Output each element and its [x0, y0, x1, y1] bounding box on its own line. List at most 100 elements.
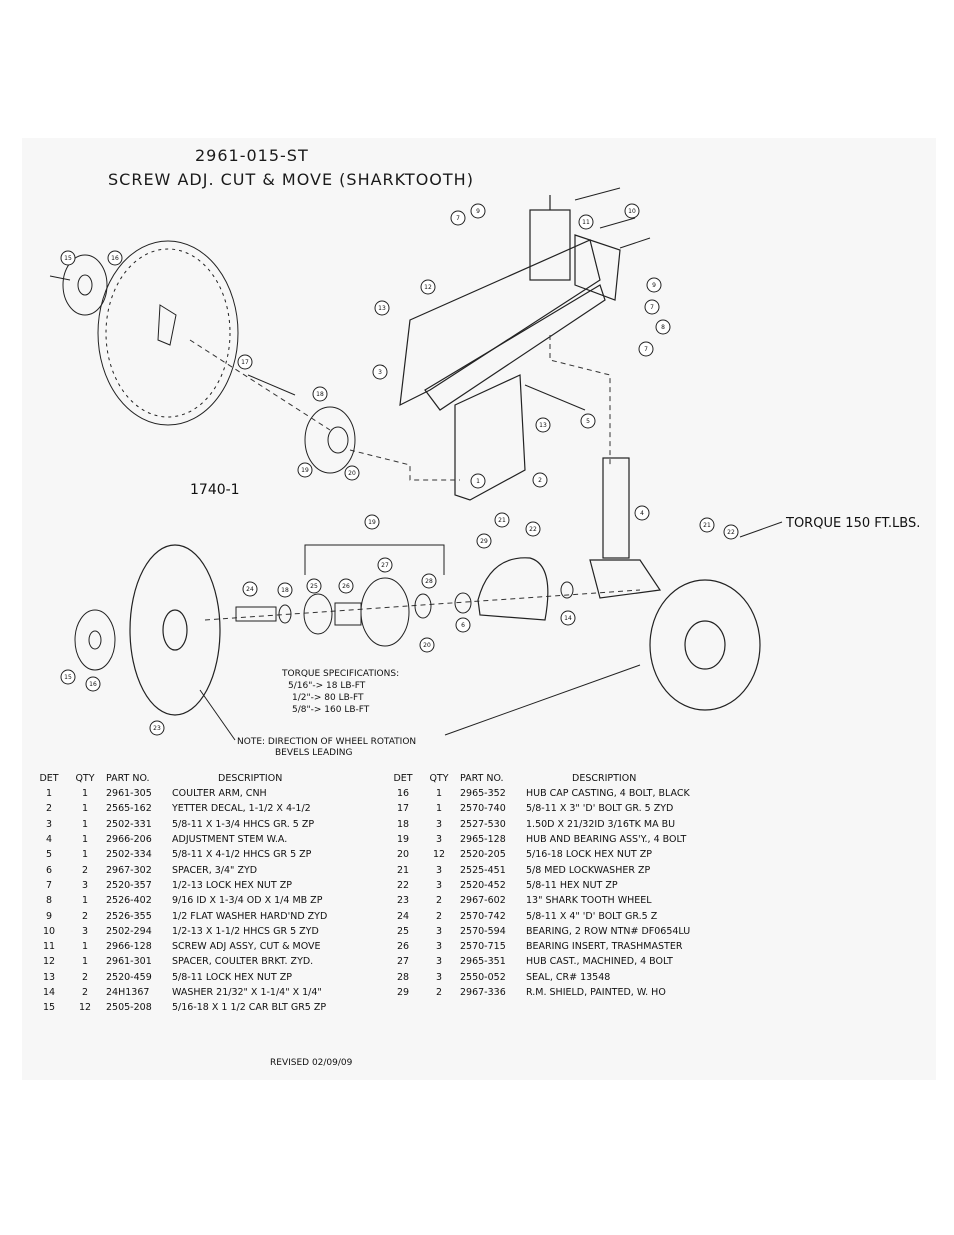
callout-number: 1 — [476, 478, 480, 485]
callout-number: 21 — [703, 522, 711, 529]
cell-det: 15 — [42, 1002, 56, 1014]
callout-number: 17 — [241, 359, 249, 366]
cell-description: 1/2-13 LOCK HEX NUT ZP — [172, 879, 292, 891]
col-header-det: DET — [393, 772, 413, 784]
callout-circle — [312, 386, 328, 402]
cell-part-no: 2961-305 — [106, 788, 152, 800]
cell-qty: 3 — [435, 925, 443, 937]
cell-det: 21 — [396, 864, 410, 876]
callout-circle — [60, 669, 76, 685]
cell-part-no: 2570-740 — [460, 803, 506, 815]
bolts-upper — [247, 187, 651, 411]
callout-number: 19 — [368, 519, 376, 526]
cell-part-no: 2525-451 — [460, 864, 506, 876]
callout-number: 20 — [348, 470, 356, 477]
torque-specifications: TORQUE SPECIFICATIONS: 5/16"-> 18 LB-FT … — [282, 668, 399, 716]
cell-part-no: 24H1367 — [106, 987, 150, 998]
cell-part-no: 2967-302 — [106, 864, 152, 876]
cell-description: WASHER 21/32" X 1-1/4" X 1/4" — [172, 987, 322, 998]
cell-qty: 3 — [435, 864, 443, 876]
cell-description: COULTER ARM, CNH — [172, 788, 267, 800]
callout-circle — [470, 473, 486, 489]
cell-description: 5/8 MED LOCKWASHER ZP — [526, 864, 651, 876]
cell-description: 5/8-11 LOCK HEX NUT ZP — [172, 971, 292, 983]
callout-circle — [420, 279, 436, 295]
bearing-stack — [235, 577, 574, 647]
cell-det: 27 — [396, 956, 410, 968]
cell-part-no: 2570-594 — [460, 925, 506, 937]
cell-det: 3 — [45, 818, 53, 830]
cell-det: 18 — [396, 818, 410, 830]
cell-part-no: 2965-352 — [460, 788, 506, 800]
hub-cap-lower — [74, 609, 116, 671]
adjustment-stem — [589, 457, 662, 599]
callout-number: 18 — [281, 587, 289, 594]
callout-number: 19 — [301, 467, 309, 474]
cell-part-no: 2966-206 — [106, 834, 152, 846]
cell-description: HUB AND BEARING ASS'Y., 4 BOLT — [526, 834, 687, 846]
cell-qty: 1 — [435, 803, 443, 815]
cell-det: 16 — [396, 788, 410, 800]
callout-circle — [237, 354, 253, 370]
cell-det: 9 — [45, 910, 53, 922]
callout-number: 22 — [727, 529, 735, 536]
item-19-bracket — [304, 544, 445, 575]
hub-cap-top — [49, 254, 108, 316]
shark-tooth-wheel-left — [129, 544, 221, 716]
callout-circle — [107, 250, 123, 266]
callout-circle — [723, 524, 739, 540]
cell-det: 22 — [396, 879, 410, 891]
cell-qty: 1 — [81, 941, 89, 953]
cell-description: 5/8-11 HEX NUT ZP — [526, 879, 618, 891]
rotation-arrow — [199, 689, 236, 741]
table-row: 21 3 2525-451 5/8 MED LOCKWASHER ZP — [386, 862, 692, 877]
revision-date: REVISED 02/09/09 — [270, 1058, 353, 1068]
callout-number: 7 — [456, 215, 460, 222]
callout-number: 8 — [661, 324, 665, 331]
cell-part-no: 2961-301 — [106, 956, 152, 968]
coulter-arm — [399, 195, 621, 501]
callout-circle — [646, 277, 662, 293]
cell-qty: 2 — [81, 910, 89, 922]
wheel-rotation-note: NOTE: DIRECTION OF WHEEL ROTATION BEVELS… — [237, 737, 416, 759]
callout-circle — [560, 610, 576, 626]
cell-part-no: 2966-128 — [106, 941, 152, 953]
callout-circle — [344, 465, 360, 481]
cell-description: 5/8-11 X 4-1/2 HHCS GR 5 ZP — [172, 849, 312, 861]
cell-part-no: 2965-128 — [460, 834, 506, 846]
callout-circle — [634, 505, 650, 521]
cell-part-no: 2505-208 — [106, 1002, 152, 1014]
callout-circle — [578, 214, 594, 230]
cell-description: 5/16-18 LOCK HEX NUT ZP — [526, 849, 652, 861]
cell-det: 14 — [42, 987, 56, 998]
table-row: 13 2 2520-459 5/8-11 LOCK HEX NUT ZP — [32, 970, 329, 985]
rm-shield — [477, 557, 549, 621]
cell-qty: 1 — [81, 956, 89, 968]
cell-part-no: 2520-459 — [106, 971, 152, 983]
cell-det: 26 — [396, 941, 410, 953]
cell-description: 9/16 ID X 1-3/4 OD X 1/4 MB ZP — [172, 895, 323, 907]
cell-qty: 3 — [435, 879, 443, 891]
cell-description: SPACER, 3/4" ZYD — [172, 864, 258, 876]
cell-qty: 2 — [81, 971, 89, 983]
callout-number: 12 — [424, 284, 432, 291]
callout-number: 20 — [423, 642, 431, 649]
callout-number: 18 — [316, 391, 324, 398]
col-header-part-no: PART NO. — [460, 772, 504, 784]
callout-number: 22 — [529, 526, 537, 533]
callout-number: 5 — [586, 418, 590, 425]
cell-det: 13 — [42, 971, 56, 983]
